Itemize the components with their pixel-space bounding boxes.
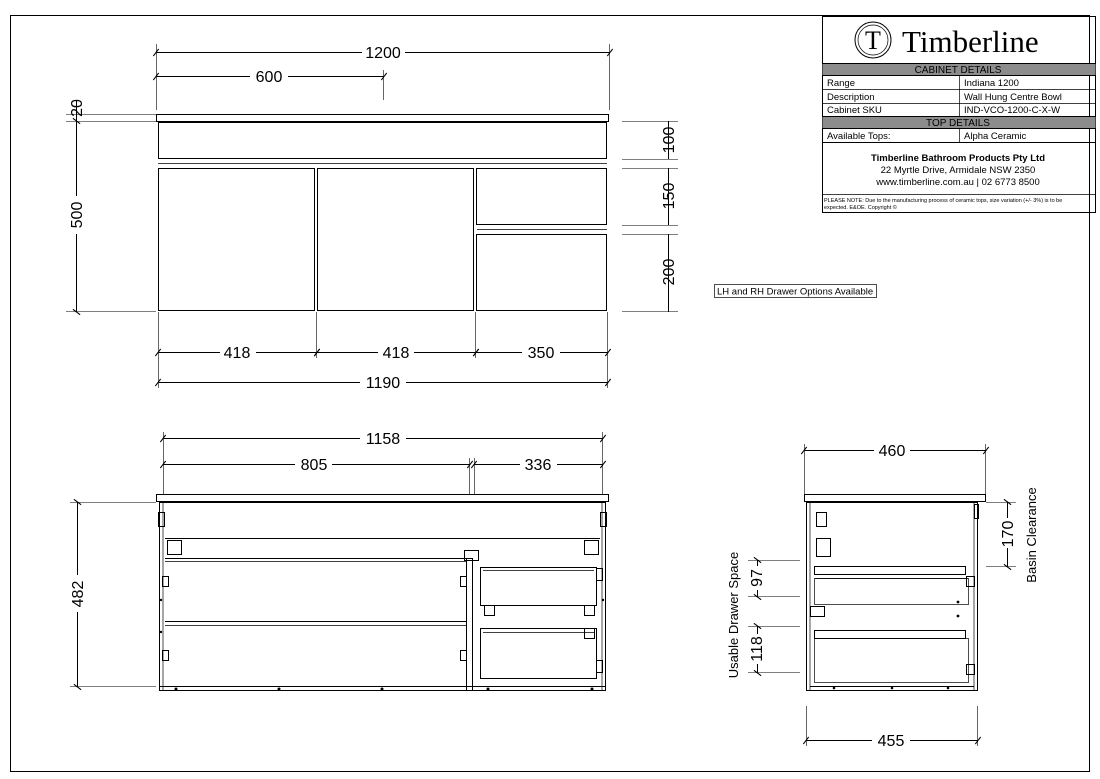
dim-height: 500 (69, 202, 86, 229)
top-details-heading: TOP DETAILS (926, 118, 990, 129)
dim-top-thickness: 20 (69, 99, 86, 117)
dim-cabinet-width: 1190 (366, 375, 401, 392)
cabinet-details-heading: CABINET DETAILS (915, 65, 1002, 76)
dim-depth-cabinet: 455 (878, 733, 905, 750)
callout-text: LH and RH Drawer Options Available (717, 287, 873, 298)
company-name: Timberline Bathroom Products Pty Ltd (871, 153, 1045, 164)
side-view: 460 455 170 Basin Clearance Usable Drawe… (726, 443, 1039, 750)
dim-left-section-width: 805 (301, 457, 328, 474)
description-value: Wall Hung Centre Bowl (964, 92, 1062, 103)
front-view: 1200 600 20 500 100 150 200 418 (66, 44, 678, 392)
note-line-2: expected. E&OE. Copyright © (824, 204, 897, 211)
page-border (10, 15, 1090, 772)
dim-mid-drawer-height: 150 (661, 183, 678, 210)
dim-drawer-space-lower: 118 (749, 636, 766, 662)
range-value: Indiana 1200 (964, 78, 1019, 89)
dim-door-width-mid: 418 (383, 345, 410, 362)
sku-label: Cabinet SKU (827, 105, 882, 116)
dim-bottom-drawer-height: 200 (661, 259, 678, 286)
logo-letter: T (865, 26, 881, 55)
dim-door-width-left: 418 (224, 345, 251, 362)
dim-internal-height: 482 (70, 581, 87, 608)
company-address: 22 Myrtle Drive, Armidale NSW 2350 (881, 165, 1036, 176)
basin-clearance-label: Basin Clearance (1024, 487, 1039, 582)
drawer-options-callout: LH and RH Drawer Options Available (714, 284, 877, 298)
description-label: Description (827, 92, 875, 103)
internal-view: 1158 805 336 482 (70, 431, 609, 691)
title-block: T Timberline CABINET DETAILS Range India… (822, 16, 1096, 213)
dim-drawer-space-upper: 97 (749, 569, 766, 587)
dim-depth-top: 460 (879, 443, 906, 460)
drawer-space-label: Usable Drawer Space (726, 552, 741, 678)
company-contact: www.timberline.com.au | 02 6773 8500 (875, 177, 1040, 188)
available-tops-label: Available Tops: (827, 131, 891, 142)
range-label: Range (827, 78, 855, 89)
dim-overall-width: 1200 (365, 45, 401, 62)
dim-drawer-width: 350 (528, 345, 555, 362)
brand-logo: T Timberline (854, 21, 1039, 59)
sku-value: IND-VCO-1200-C-X-W (964, 105, 1060, 116)
dim-right-section-width: 336 (525, 457, 552, 474)
dim-half-width: 600 (256, 69, 283, 86)
dim-top-drawer-height: 100 (661, 127, 678, 154)
brand-name: Timberline (902, 24, 1039, 59)
note-line-1: PLEASE NOTE: Due to the manufacturing pr… (824, 198, 1062, 204)
dim-basin-clearance: 170 (1000, 521, 1017, 548)
available-tops-value: Alpha Ceramic (964, 131, 1027, 142)
dim-internal-width: 1158 (366, 431, 401, 448)
